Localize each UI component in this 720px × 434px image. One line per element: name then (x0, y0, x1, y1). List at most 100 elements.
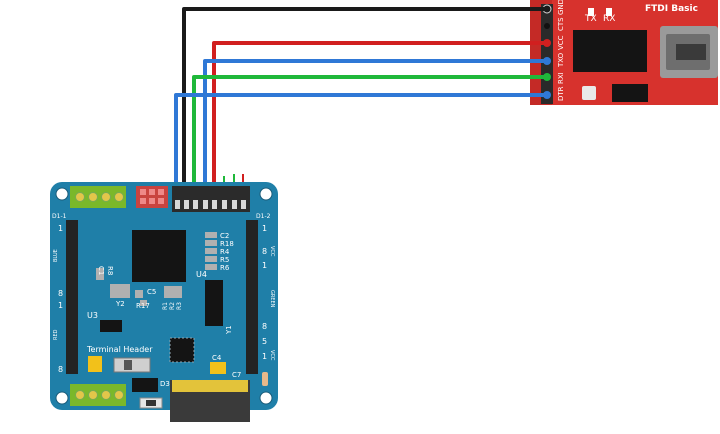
label-c7: C7 (232, 371, 241, 379)
red-pin (158, 189, 164, 195)
header-pin (232, 200, 237, 209)
label-d3: D3 (160, 380, 170, 388)
left-pin-8b: 8 (58, 365, 63, 374)
label-r4: R4 (220, 248, 230, 256)
header-pin (212, 200, 217, 209)
mount-hole (259, 187, 273, 201)
small-component (96, 268, 104, 280)
smd-part (205, 232, 217, 238)
terminal-screw (75, 192, 85, 202)
pin-label-dtr: DTR (557, 86, 565, 101)
label-r18: R18 (220, 240, 234, 248)
label-c1: C1 (97, 266, 105, 275)
pin-label-gnd: GND (557, 0, 565, 15)
pin-label-cts: CTS (557, 17, 565, 31)
header-pin (241, 200, 246, 209)
smd-part (205, 240, 217, 246)
mount-hole (55, 391, 69, 405)
yellow-part (88, 356, 102, 372)
right-header-tag: D1-2 (256, 213, 271, 220)
right-label-green: GREEN (269, 290, 275, 308)
left-pin-header (66, 220, 78, 374)
mount-hole (259, 391, 273, 405)
pin-label-rxi: RXI (557, 72, 565, 84)
right-pin-1b: 1 (262, 261, 267, 270)
terminal-screw (101, 192, 111, 202)
left-label-blue: BLUE (53, 249, 59, 262)
label-u3: U3 (87, 311, 98, 320)
small-cap (262, 372, 268, 386)
rxi-wire (192, 75, 547, 186)
header-pin (203, 200, 208, 209)
left-label-red: RED (53, 329, 59, 340)
label-r17: R17 (136, 302, 150, 310)
header-pin (184, 200, 189, 209)
red-pin (149, 198, 155, 204)
ftdi-pin-cts (544, 23, 550, 29)
terminal-screw (114, 390, 124, 400)
u3-chip (100, 320, 122, 332)
rx-led-icon (606, 8, 612, 16)
diode-d3 (132, 378, 158, 392)
u4-chip (205, 280, 223, 326)
ftdi-tx-label: TX (584, 14, 597, 24)
pin-label-txo: TXO (557, 52, 565, 68)
label-r1: R1 (162, 302, 169, 310)
smd-part (135, 290, 143, 298)
usb-port-icon (676, 44, 706, 60)
ftdi-rx-label: RX (603, 14, 615, 24)
header-pin (222, 200, 227, 209)
red-pin (158, 198, 164, 204)
main-board: D1-1 D1-2 1 8 1 8 BLUE RED 1 8 1 8 5 1 V… (50, 182, 278, 422)
board-ftdi-header (172, 186, 250, 212)
right-pin-header (246, 220, 258, 374)
terminal-screw (88, 390, 98, 400)
right-label-vcc-bottom: VCC (269, 350, 275, 361)
ftdi-basic-board: TX RX FTDI Basic DTR RXI TXO VCC CTS GND (530, 0, 718, 105)
gnd-wire (182, 7, 547, 186)
connector-pins (172, 380, 248, 392)
right-pin-8a: 8 (262, 247, 267, 256)
left-pin-1a: 1 (58, 224, 63, 233)
dtr-wire (174, 93, 547, 186)
crystal-y2 (110, 284, 130, 298)
label-r3: R3 (176, 302, 183, 310)
red-pin (149, 189, 155, 195)
ftdi-header (541, 4, 553, 104)
label-r8: R8 (106, 266, 114, 275)
right-pin-8b: 8 (262, 322, 267, 331)
terminal-screw (88, 192, 98, 202)
smd-part (140, 300, 147, 306)
ftdi-small-part (582, 86, 596, 100)
header-pin (193, 200, 198, 209)
pin-label-vcc: VCC (557, 35, 565, 50)
main-ic (132, 230, 186, 282)
terminal-screw (75, 390, 85, 400)
left-pin-1b: 1 (58, 301, 63, 310)
right-pin-1c: 1 (262, 352, 267, 361)
tx-led-icon (588, 8, 594, 16)
vcc-wire (212, 41, 547, 186)
smd-part (205, 256, 217, 262)
mount-hole (55, 187, 69, 201)
ftdi-regulator (612, 84, 648, 102)
reset-button-cap (146, 400, 156, 406)
smd-part (164, 286, 182, 298)
label-u4: U4 (196, 270, 207, 279)
right-pin-1a: 1 (262, 224, 267, 233)
label-c4: C4 (212, 354, 222, 362)
label-y1: Y1 (225, 325, 233, 335)
smd-part (205, 264, 217, 270)
smd-part (205, 248, 217, 254)
terminal-header-label: Terminal Header (86, 345, 153, 354)
red-pin (140, 189, 146, 195)
label-y2: Y2 (115, 300, 125, 308)
label-c5: C5 (147, 288, 156, 296)
yellow-part (210, 362, 226, 374)
right-pin-5: 5 (262, 337, 267, 346)
left-pin-8a: 8 (58, 289, 63, 298)
label-r2: R2 (169, 302, 176, 310)
switch-knob (124, 360, 132, 370)
